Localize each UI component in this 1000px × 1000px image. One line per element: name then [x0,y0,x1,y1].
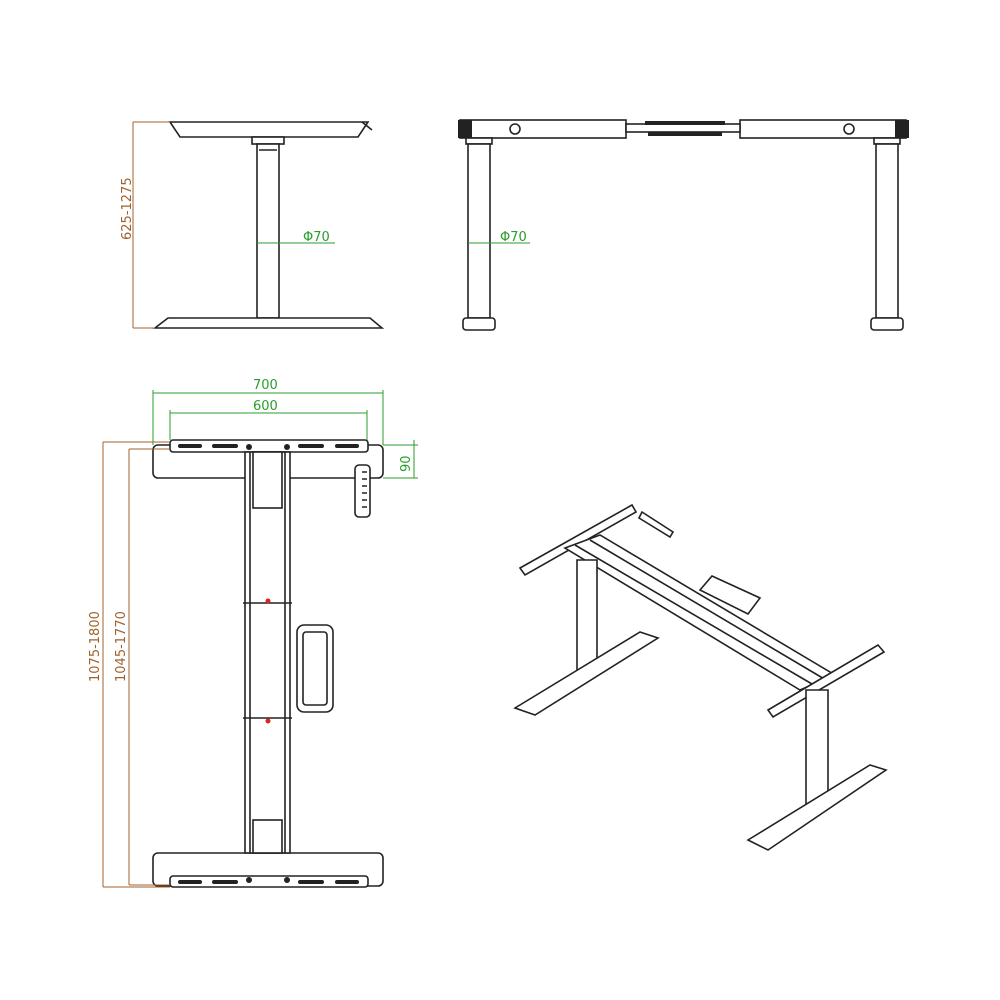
top-view: 700 600 90 1075-1800 1045-1770 [88,378,418,888]
iso-handset [637,510,675,539]
isometric-view [513,503,888,851]
column-cap [251,136,285,145]
center-tube [625,123,741,133]
left-beam [459,119,627,139]
right-beam [739,119,907,139]
iso-right-foot [746,764,888,851]
diameter-label: Φ70 [500,230,527,245]
height-range-label: 625-1275 [120,177,135,240]
handset [354,464,371,518]
foot-depth-label: 90 [399,455,414,472]
inner-width-label: 600 [253,399,278,414]
iso-left-column [576,559,598,673]
iso-right-column [805,689,829,806]
bottom-bracket [169,875,369,888]
iso-right-bracket [766,643,886,719]
right-column [875,143,899,319]
column [256,143,280,319]
left-foot [462,317,496,331]
inner-length-label: 1045-1770 [114,611,129,682]
iso-left-bracket [518,503,638,577]
iso-left-foot [513,631,660,716]
diameter-label: Φ70 [303,230,330,245]
beam [244,451,291,854]
outer-length-label: 1075-1800 [88,611,103,682]
side-view: 625-1275 Φ70 [120,121,385,329]
left-column [467,143,491,319]
front-view: Φ70 [458,119,909,331]
top-bracket [168,121,370,138]
right-foot [870,317,904,331]
foot [152,317,385,329]
outer-width-label: 700 [253,378,278,393]
iso-control-box [698,575,762,616]
